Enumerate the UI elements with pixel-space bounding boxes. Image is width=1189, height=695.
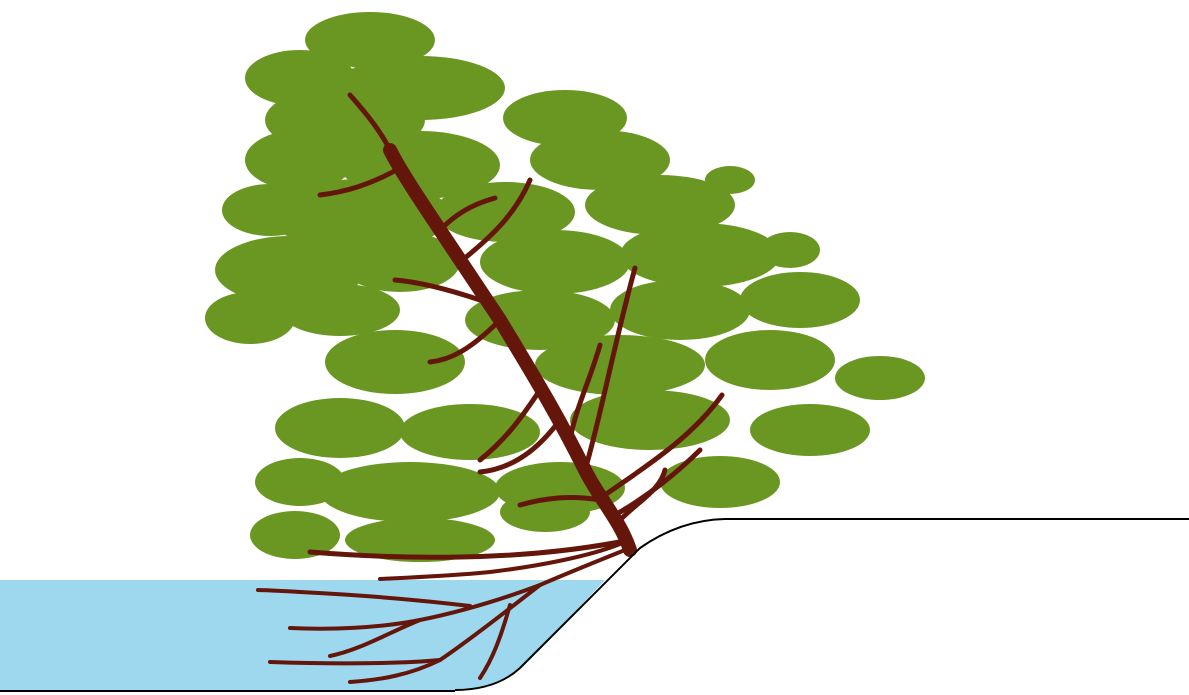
leaf-cluster <box>835 356 925 400</box>
leaf-cluster <box>740 272 860 328</box>
leaf-cluster <box>660 456 780 508</box>
leaf-cluster <box>535 335 705 395</box>
leaf-cluster <box>320 462 500 522</box>
leaf-cluster <box>280 284 400 336</box>
leaf-cluster <box>750 404 870 456</box>
leaf-cluster <box>620 223 780 287</box>
leaf-cluster <box>205 292 295 344</box>
leaf-cluster <box>705 330 835 390</box>
leaf-cluster <box>275 398 405 458</box>
leaf-cluster <box>480 230 630 294</box>
foliage-canopy <box>205 12 925 562</box>
leaf-cluster <box>400 404 540 460</box>
leaf-cluster <box>760 232 820 268</box>
leaf-cluster <box>705 166 755 194</box>
leaf-cluster <box>325 330 465 394</box>
